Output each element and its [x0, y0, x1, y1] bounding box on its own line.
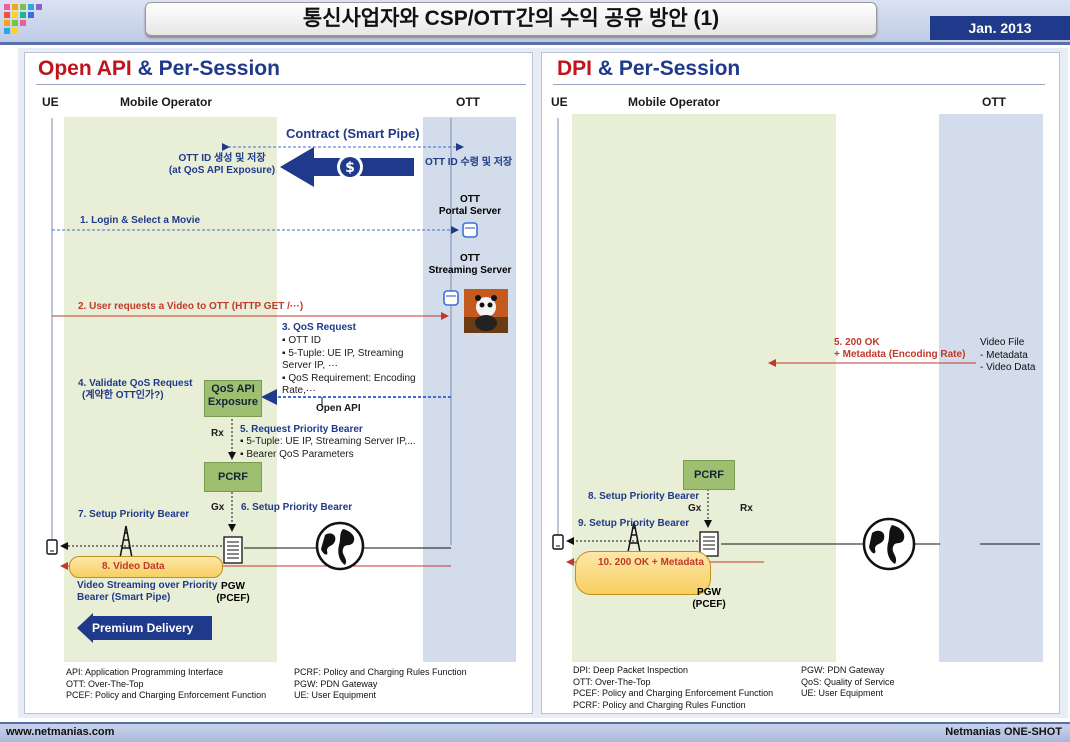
- right-title-underline: [553, 84, 1045, 85]
- right-col-ue: UE: [551, 95, 568, 109]
- right-glossary-col1: DPI: Deep Packet Inspection OTT: Over-Th…: [573, 665, 774, 710]
- right-step10: 10. 200 OK + Metadata: [598, 557, 704, 568]
- right-col-mobile-operator: Mobile Operator: [628, 95, 721, 109]
- left-pcrf-box: PCRF: [204, 462, 262, 492]
- right-gx-label: Gx: [688, 503, 702, 514]
- left-ott-id-receive: OTT ID 수령 및 저장: [425, 157, 513, 168]
- right-col-ott: OTT: [982, 95, 1006, 109]
- netmanias-logo-icon: [4, 4, 48, 34]
- right-glossary-col2: PGW: PDN Gateway QoS: Quality of Service…: [801, 665, 895, 698]
- left-step8: 8. Video Data: [102, 561, 165, 572]
- right-pcrf-box: PCRF: [683, 460, 735, 490]
- portal-server-icon: [462, 222, 478, 238]
- left-step4: 4. Validate QoS Request (계약한 OTT인가?): [78, 378, 193, 401]
- right-ott-area: [939, 114, 1043, 662]
- left-col-ue: UE: [42, 95, 59, 109]
- right-section-title: DPI & Per-Session: [557, 57, 741, 80]
- left-step3: 3. QoS Request OTT ID 5-Tuple: UE IP, St…: [282, 322, 427, 398]
- left-step5: 5. Request Priority Bearer 5-Tuple: UE I…: [240, 424, 430, 461]
- footer-website-link[interactable]: www.netmanias.com: [6, 726, 115, 738]
- premium-delivery-arrow-icon: [77, 613, 212, 643]
- left-step2: 2. User requests a Video to OTT (HTTP GE…: [78, 301, 304, 312]
- left-ott-id-create: OTT ID 생성 및 저장(at QoS API Exposure): [168, 153, 276, 176]
- left-open-api-label: Open API: [316, 403, 361, 414]
- right-phone-icon: [552, 534, 564, 550]
- left-gx-label: Gx: [211, 502, 225, 513]
- left-col-mobile-operator: Mobile Operator: [120, 95, 213, 109]
- left-video-pipe: [69, 556, 223, 578]
- left-rx-label: Rx: [211, 428, 224, 439]
- left-section-title: Open API & Per-Session: [38, 57, 280, 80]
- right-pgw-label: PGW(PCEF): [692, 587, 726, 610]
- left-step6: 6. Setup Priority Bearer: [241, 502, 353, 513]
- right-rx-label: Rx: [740, 503, 753, 514]
- left-phone-icon: [46, 539, 58, 555]
- left-step7: 7. Setup Priority Bearer: [78, 509, 190, 520]
- left-globe-icon: [315, 521, 365, 571]
- movie-poster-image: [464, 289, 508, 333]
- streaming-server-icon: [443, 290, 459, 306]
- right-video-file: Video File - Metadata - Video Data: [980, 337, 1036, 373]
- dollar-sign: $: [345, 160, 355, 176]
- footer-brand: Netmanias ONE-SHOT: [945, 726, 1062, 738]
- date-badge: Jan. 2013: [930, 16, 1070, 40]
- right-step8: 8. Setup Priority Bearer: [588, 491, 700, 502]
- right-pgw-device-icon: [699, 531, 719, 557]
- left-pgw-device-icon: [223, 536, 243, 564]
- page-title: 통신사업자와 CSP/OTT간의 수익 공유 방안 (1): [145, 2, 877, 36]
- left-col-ott: OTT: [456, 95, 480, 109]
- left-contract-label: Contract (Smart Pipe): [286, 126, 420, 141]
- left-glossary-col2: PCRF: Policy and Charging Rules Function…: [294, 667, 467, 700]
- right-step5: 5. 200 OK+ Metadata (Encoding Rate): [834, 337, 966, 360]
- premium-delivery-label: Premium Delivery: [92, 621, 194, 635]
- left-ott-area: [423, 117, 516, 662]
- left-title-underline: [36, 84, 526, 85]
- left-glossary-col1: API: Application Programming Interface O…: [66, 667, 267, 700]
- right-step9: 9. Setup Priority Bearer: [578, 518, 690, 529]
- right-video-pipe: [575, 551, 711, 595]
- footer-bar: www.netmanias.com Netmanias ONE-SHOT: [0, 722, 1070, 742]
- left-pgw-label: PGW(PCEF): [216, 581, 250, 604]
- left-step1: 1. Login & Select a Movie: [80, 215, 201, 226]
- right-globe-icon: [862, 517, 916, 571]
- money-flow-arrow-icon: $: [280, 147, 414, 187]
